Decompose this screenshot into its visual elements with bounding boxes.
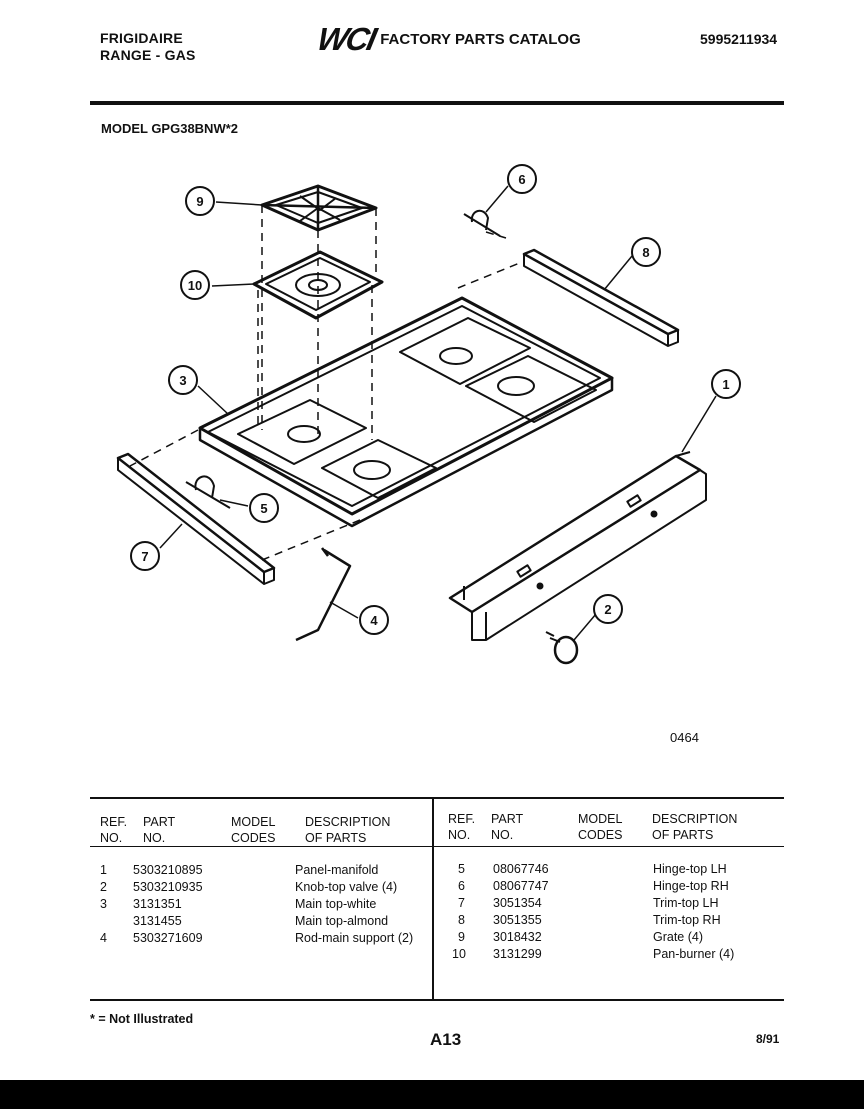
- brand-name: FRIGIDAIRE: [100, 30, 183, 46]
- document-number: 5995211934: [700, 31, 778, 47]
- catalog-header: WCI FACTORY PARTS CATALOG: [314, 21, 581, 57]
- callout-label: 4: [370, 613, 378, 628]
- callout-circles: [130, 164, 741, 635]
- page-number: A13: [430, 1030, 462, 1049]
- hinge-top-rh-part: [463, 209, 501, 237]
- table-top-rule: [90, 797, 784, 799]
- callout-8-circle: [631, 237, 661, 267]
- callout-3-circle: [168, 365, 198, 395]
- footnote: * = Not Illustrated: [90, 1012, 194, 1026]
- callout-label: 1: [722, 377, 729, 392]
- product-type: RANGE - GAS: [100, 47, 196, 63]
- callout-label: 10: [188, 278, 202, 293]
- header-divider: [90, 101, 784, 105]
- wci-logo: WCI: [314, 21, 379, 57]
- leader-lines: [159, 185, 717, 641]
- catalog-title: FACTORY PARTS CATALOG: [380, 30, 581, 48]
- callout-label: 7: [141, 549, 148, 564]
- panel-manifold-part: [448, 451, 707, 641]
- table-center-rule: [432, 797, 434, 1000]
- callout-2-circle: [593, 594, 623, 624]
- callout-9-circle: [185, 186, 215, 216]
- callout-10-circle: [180, 270, 210, 300]
- callout-label: 5: [260, 501, 267, 516]
- callout-5-circle: [249, 493, 279, 523]
- table-bottom-rule: [90, 999, 784, 1001]
- table-header-rule: [90, 846, 784, 847]
- callout-label: 2: [604, 602, 611, 617]
- callout-label: 3: [179, 373, 186, 388]
- col-header-ref: REF.NO.: [448, 812, 476, 842]
- callout-labels: 9 6 10 8 3 1 5 7 4 2: [141, 172, 729, 628]
- callout-label: 8: [642, 245, 649, 260]
- rod-main-support-part: [295, 547, 352, 642]
- trim-top-lh-part: [116, 452, 276, 585]
- main-top-part: [198, 296, 614, 528]
- revision-date: 8/91: [756, 1032, 780, 1046]
- callout-label: 6: [518, 172, 525, 187]
- alignment-lines: [129, 205, 523, 561]
- knob-top-valve-part: [545, 631, 579, 665]
- callout-label: 9: [196, 194, 203, 209]
- callout-4-circle: [359, 605, 389, 635]
- model-label: MODEL GPG38BNW*2: [101, 121, 239, 136]
- callout-7-circle: [130, 541, 160, 571]
- callout-1-circle: [711, 369, 741, 399]
- scan-edge-band: [0, 1080, 864, 1109]
- trim-top-rh-part: [522, 248, 680, 347]
- grate-part: [260, 184, 378, 232]
- col-header-ref: REF.NO.: [100, 815, 128, 845]
- figure-number: 0464: [670, 730, 699, 745]
- exploded-parts-diagram: 9 6 10 8 3 1 5 7 4 2: [116, 164, 741, 665]
- hinge-top-lh-part: [185, 475, 231, 509]
- callout-6-circle: [507, 164, 537, 194]
- brand-block: FRIGIDAIRE RANGE - GAS: [100, 30, 196, 64]
